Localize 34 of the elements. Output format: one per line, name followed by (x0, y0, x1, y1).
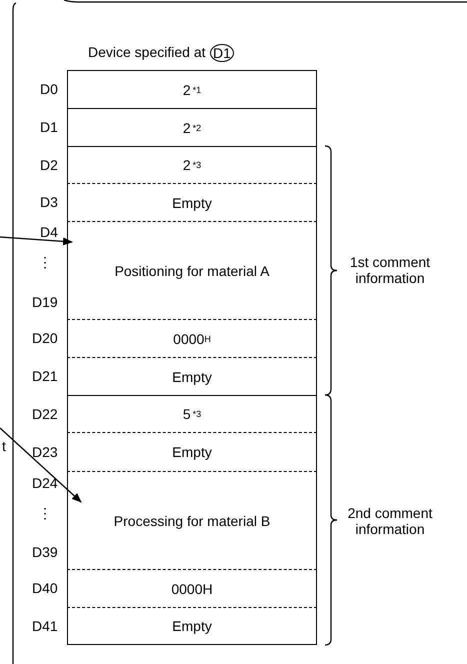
arrow (0, 428, 82, 503)
device-number: D2 (40, 157, 58, 173)
memory-cell: 5$^{*3}$ (67, 395, 317, 432)
device-number: D40 (32, 580, 58, 596)
memory-cell: 2$^{*3}$ (67, 146, 317, 183)
memory-cell: Processing for material B (67, 471, 317, 569)
device-number: D23 (32, 444, 58, 460)
heading-text: Device specified at (88, 44, 206, 60)
device-number: D20 (32, 330, 58, 346)
memory-cell: 0000H (67, 569, 317, 607)
device-number: D3 (40, 194, 58, 210)
device-number: D21 (32, 368, 58, 384)
memory-cell: Empty (67, 607, 317, 645)
memory-cell: Empty (67, 183, 317, 221)
device-number: D41 (32, 618, 58, 634)
memory-cell: 2$^{*2}$ (67, 108, 317, 146)
device-number: D1 (40, 119, 58, 135)
memory-cell: Empty (67, 432, 317, 471)
cut-off-text: t (2, 438, 6, 454)
bracket-label: 1st comment information (348, 254, 432, 286)
memory-cell: Positioning for material A (67, 221, 317, 319)
device-operand: D1 (210, 44, 234, 62)
arrow (0, 236, 73, 246)
memory-cell: Empty (67, 357, 317, 395)
device-number: D19 (32, 294, 58, 310)
device-number: ⋮ (38, 505, 52, 521)
device-number: D22 (32, 406, 58, 422)
device-number: D4 (40, 224, 58, 240)
device-number: D24 (32, 475, 58, 491)
device-number: ⋮ (38, 254, 52, 270)
memory-cell: 2$^{*1}$ (67, 70, 317, 108)
bracket-label: 2nd comment information (346, 505, 434, 537)
device-number: D0 (40, 81, 58, 97)
device-number: D39 (32, 544, 58, 560)
